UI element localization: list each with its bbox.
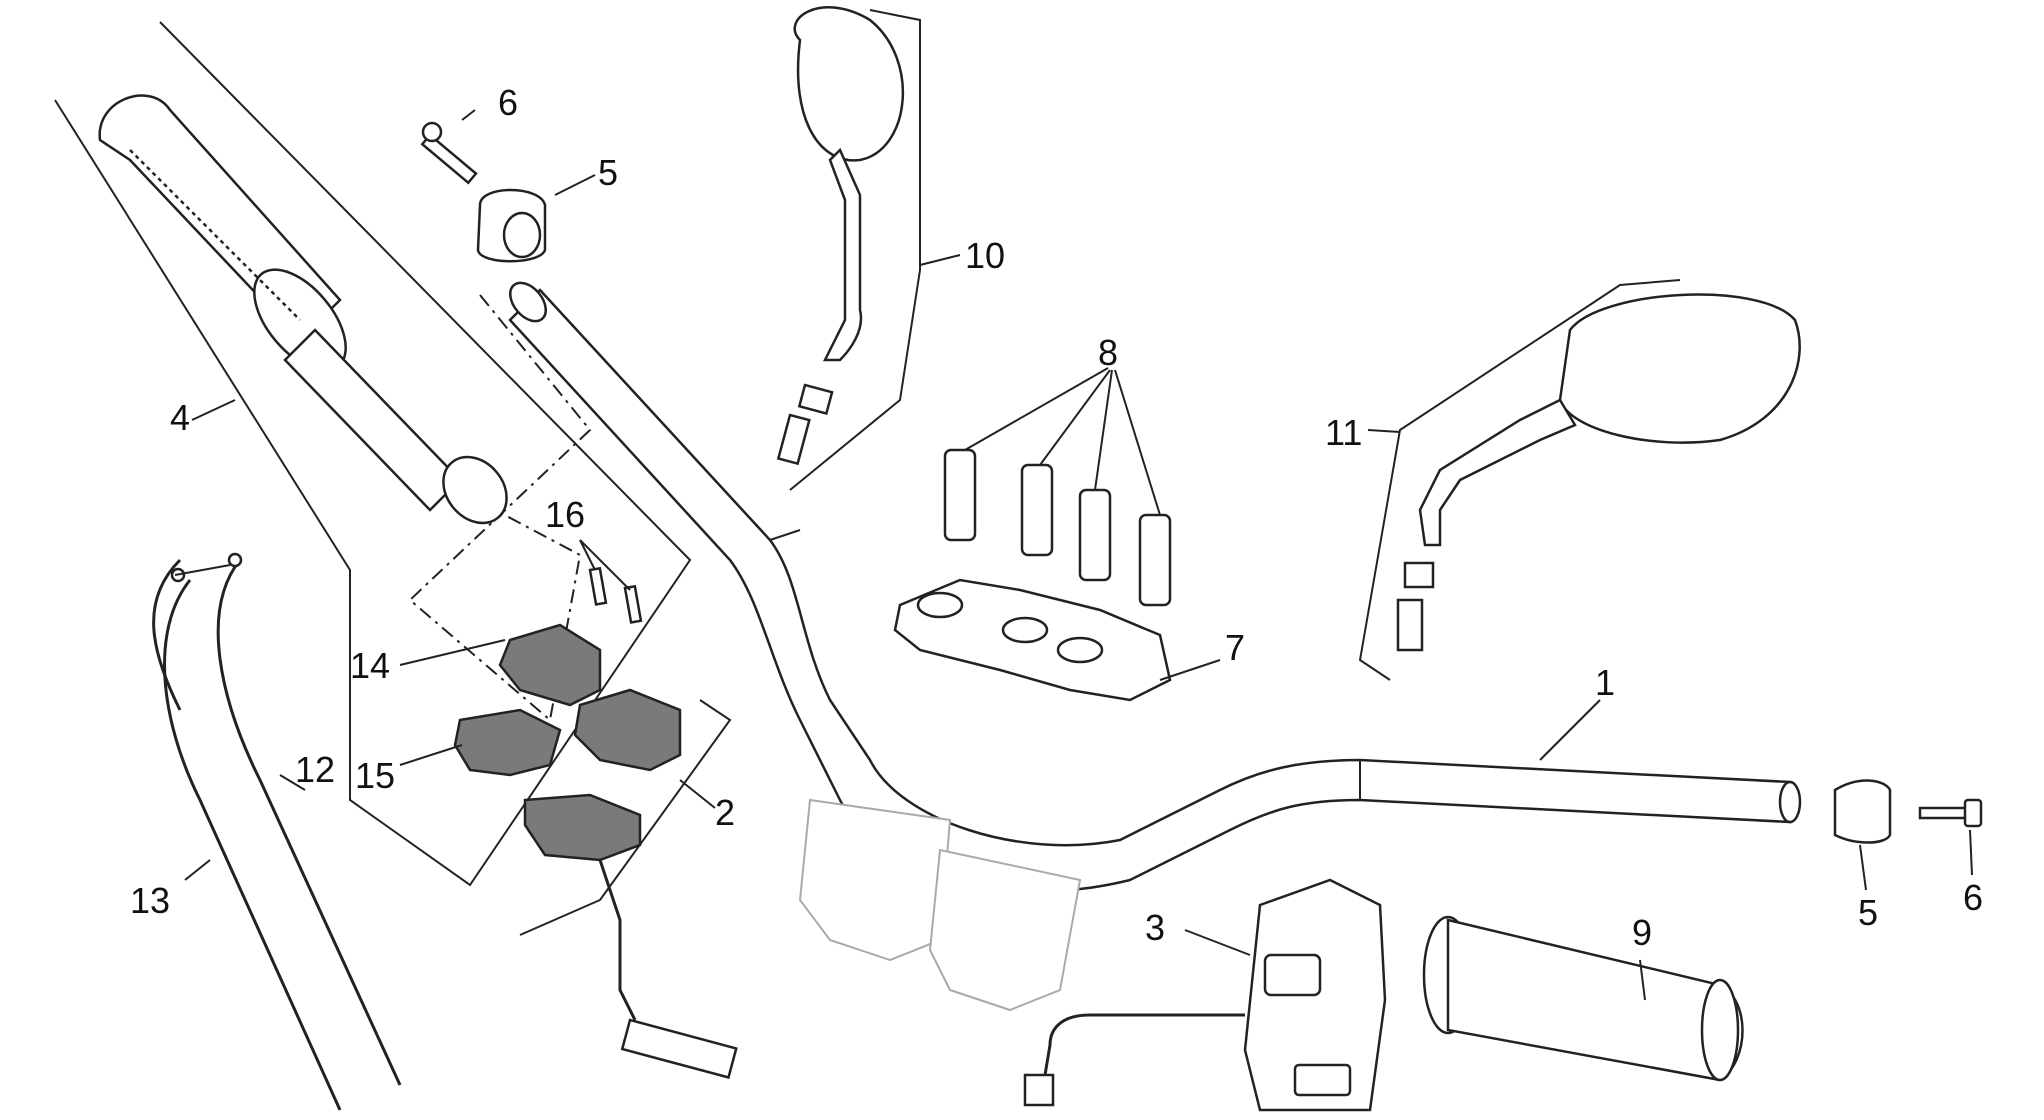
- handlebar-tube: [508, 281, 1802, 893]
- callout-7: 7: [1225, 627, 1246, 668]
- callout-13: 13: [130, 880, 171, 921]
- bar-end-bolt-top: [420, 121, 478, 185]
- bar-end-weight-right: [1833, 779, 1892, 891]
- callout-3: 3: [1145, 907, 1166, 948]
- bar-end-bolt-right: [1918, 798, 1983, 876]
- callout-10: 10: [965, 235, 1006, 276]
- group-4-outline: [54, 21, 692, 887]
- callout-2: 2: [715, 792, 736, 833]
- callout-1: 1: [1595, 662, 1616, 703]
- upper-clamp: [893, 578, 1221, 702]
- throttle-cables: [152, 552, 402, 1111]
- mirror-right: [1358, 279, 1801, 681]
- left-grip: [1422, 915, 1744, 1082]
- callout-11: 11: [1325, 412, 1363, 453]
- clamp-bolts: [943, 367, 1172, 607]
- callout-4: 4: [170, 397, 191, 438]
- leaders: [191, 109, 1601, 761]
- callout-5-top: 5: [598, 152, 619, 193]
- throttle-housing: [399, 539, 738, 1079]
- handlebar-risers: [798, 798, 1082, 1012]
- callout-16: 16: [545, 494, 586, 535]
- callout-8: 8: [1098, 332, 1119, 373]
- callout-9: 9: [1632, 912, 1653, 953]
- callout-14: 14: [350, 645, 391, 686]
- callout-12: 12: [295, 749, 336, 790]
- callout-15: 15: [355, 755, 396, 796]
- bar-end-weight-top: [476, 188, 547, 263]
- throttle-grip: [98, 94, 508, 525]
- left-switch: [1023, 878, 1387, 1112]
- callout-6-right: 6: [1963, 877, 1984, 918]
- mirror-left: [776, 6, 921, 491]
- callout-6-top: 6: [498, 82, 519, 123]
- callout-5-right: 5: [1858, 892, 1879, 933]
